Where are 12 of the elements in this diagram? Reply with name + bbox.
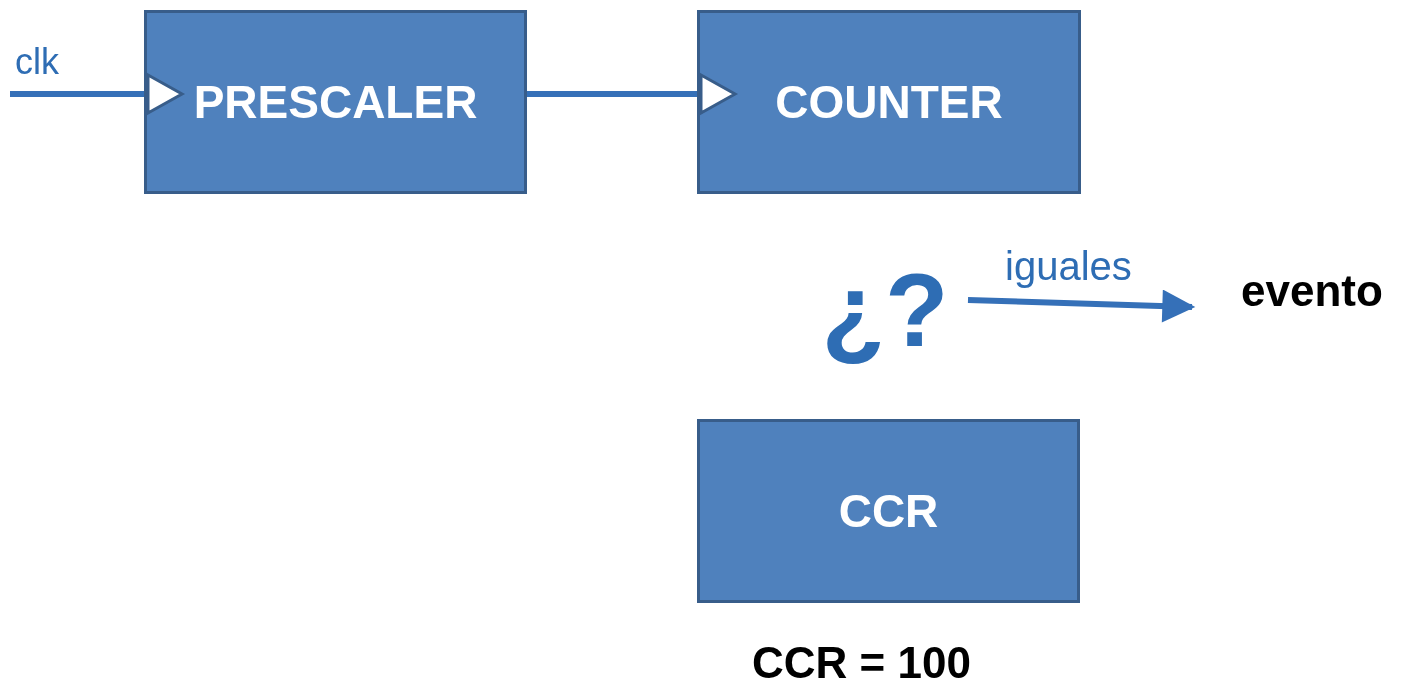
block-label: COUNTER bbox=[775, 75, 1003, 129]
arrow bbox=[967, 289, 1196, 323]
value-note: CCR = 100 bbox=[752, 638, 971, 685]
block-box bbox=[697, 419, 1080, 603]
block-label: PRESCALER bbox=[193, 75, 478, 129]
connector-line bbox=[10, 91, 144, 97]
question-text: ¿? bbox=[821, 258, 949, 362]
connector-line bbox=[527, 91, 697, 97]
block-box bbox=[144, 10, 527, 194]
block-label: CCR bbox=[838, 484, 939, 538]
event-text: evento bbox=[1241, 266, 1383, 316]
block-box bbox=[697, 10, 1081, 194]
